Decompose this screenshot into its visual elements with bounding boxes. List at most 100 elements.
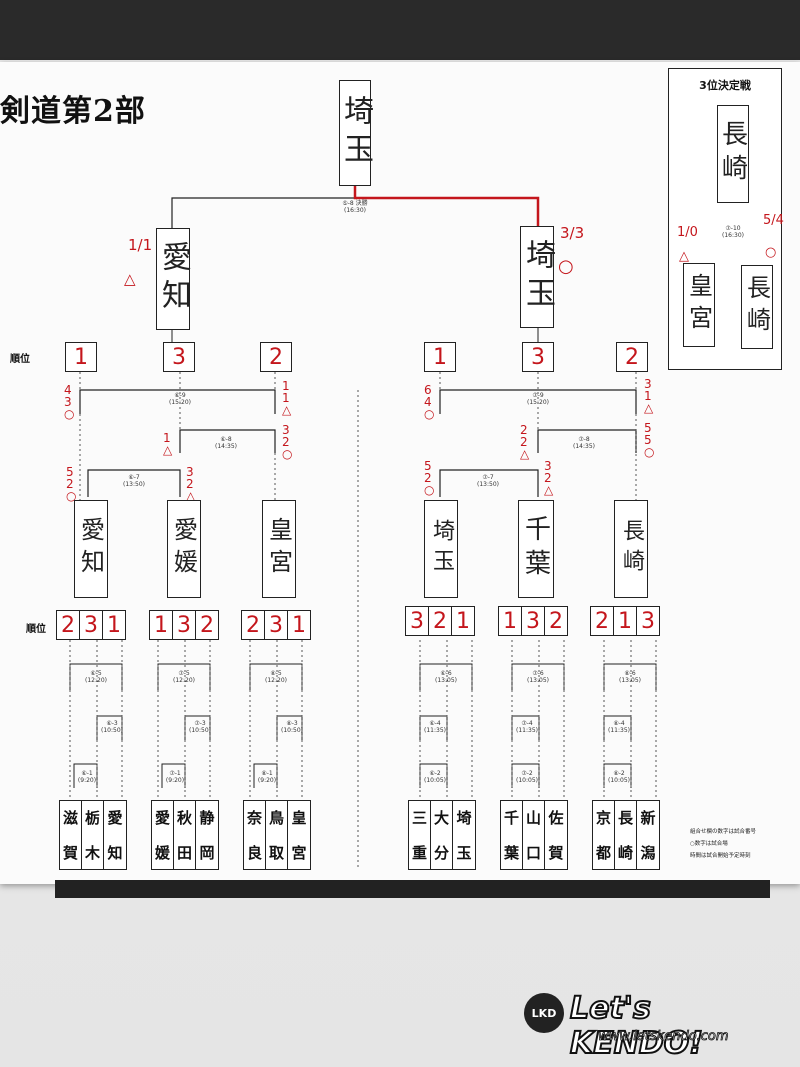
block-rank: 3 bbox=[163, 342, 195, 372]
semi-right-team: 埼玉 bbox=[520, 239, 555, 315]
block-rank: 1 bbox=[65, 342, 97, 372]
final-winner-box: 埼玉 bbox=[338, 80, 373, 186]
team-cell: 鳥取 bbox=[266, 801, 288, 869]
block-rank: 2 bbox=[616, 342, 648, 372]
final-winner: 埼玉 bbox=[338, 95, 373, 171]
group-match-label: ⑥-5(12:20) bbox=[85, 670, 107, 684]
group-teams: 三重 大分 埼玉 bbox=[408, 800, 476, 870]
semi-left-team: 愛知 bbox=[156, 241, 191, 317]
page-title: 剣道第2部 bbox=[0, 94, 146, 129]
third-left-team: 皇宮 bbox=[684, 273, 713, 337]
team-cell: 埼玉 bbox=[456, 809, 472, 862]
group-teams: 奈良 鳥取 皇宮 bbox=[243, 800, 311, 870]
group-match-label: ⑥-3(10:50) bbox=[101, 720, 123, 734]
letskendo-logo: LKD Let's KENDO! www.letskendo.com bbox=[520, 985, 790, 1062]
final-match: ⑤-8 決勝 bbox=[342, 200, 368, 207]
block-winner: 長崎 bbox=[614, 500, 648, 598]
team-cell: 大分 bbox=[431, 801, 453, 869]
semi-right-mark: ○ bbox=[558, 256, 574, 277]
block-winner: 埼玉 bbox=[424, 500, 458, 598]
block-match-label: ⑥-7(13:50) bbox=[123, 474, 145, 488]
team-cell: 山口 bbox=[523, 801, 545, 869]
semi-right-box: 埼玉 bbox=[520, 226, 555, 328]
team-cell: 新潟 bbox=[640, 809, 656, 862]
note-line: 組合せ欄の数字は試合番号 bbox=[690, 829, 757, 835]
note-line: 時間は試合開始予定時刻 bbox=[690, 853, 751, 859]
block-match-label: ⑦-9(15:20) bbox=[527, 392, 549, 406]
block-winner: 千葉 bbox=[518, 500, 554, 598]
team-cell: 皇宮 bbox=[291, 809, 307, 862]
board-rail bbox=[55, 880, 770, 898]
group-match-label: ⑥-2(10:05) bbox=[424, 770, 446, 784]
logo-url: www.letskendo.com bbox=[598, 1029, 729, 1045]
third-time: (16:30) bbox=[722, 232, 744, 239]
block-winner: 愛媛 bbox=[167, 500, 201, 598]
group-match-label: ⑧-4(11:35) bbox=[608, 720, 630, 734]
third-right-mark: ○ bbox=[765, 245, 777, 260]
team-cell: 佐賀 bbox=[548, 809, 564, 862]
third-place-panel: 3位決定戦 長崎 ⑦-10 (16:30) 皇宮 1/0 △ 長崎 5/4 ○ bbox=[668, 68, 784, 370]
group-match-label: ⑦-3(10:50) bbox=[189, 720, 211, 734]
group-match-label: ⑥-1(9:20) bbox=[77, 770, 97, 784]
team-cell: 秋田 bbox=[174, 801, 196, 869]
third-left-mark: △ bbox=[679, 249, 689, 264]
logo-badge: LKD bbox=[524, 993, 564, 1033]
third-right-score: 5/4 bbox=[763, 213, 784, 228]
team-cell: 栃木 bbox=[82, 801, 104, 869]
final-match-label: ⑤-8 決勝 (16:30) bbox=[322, 200, 388, 214]
block-winner: 愛知 bbox=[74, 500, 108, 598]
team-cell: 愛知 bbox=[107, 809, 123, 862]
team-cell: 静岡 bbox=[199, 809, 215, 862]
semi-left-box: 愛知 bbox=[156, 228, 191, 330]
group-match-label: ⑦-4(11:35) bbox=[516, 720, 538, 734]
group-match-label: ⑧-6(13:05) bbox=[619, 670, 641, 684]
block-match-label: ⑦-7(13:50) bbox=[477, 474, 499, 488]
group-match-label: ⑧-2(10:05) bbox=[608, 770, 630, 784]
group-match-label: ⑧-1(9:20) bbox=[257, 770, 277, 784]
group-match-label: ⑦-1(9:20) bbox=[165, 770, 185, 784]
rank-label-bottom: 順位 bbox=[26, 624, 46, 635]
team-cell: 千葉 bbox=[501, 801, 523, 869]
third-winner-box: 長崎 bbox=[717, 105, 749, 203]
note-line: ○数字は試合場 bbox=[690, 841, 728, 847]
group-teams: 滋賀 栃木 愛知 bbox=[59, 800, 127, 870]
third-place-heading: 3位決定戦 bbox=[699, 79, 751, 92]
block-winner: 皇宮 bbox=[262, 500, 296, 598]
block-rank: 3 bbox=[522, 342, 554, 372]
third-right-box: 長崎 bbox=[741, 265, 773, 349]
group-match-label: ⑧-3(10:50) bbox=[281, 720, 303, 734]
block-rank: 2 bbox=[260, 342, 292, 372]
logo-text: Let's KENDO! bbox=[569, 990, 704, 1062]
semi-left-score: 1/1 bbox=[128, 236, 153, 254]
team-cell: 長崎 bbox=[615, 801, 637, 869]
third-winner: 長崎 bbox=[717, 120, 748, 188]
group-match-label: ⑦-2(10:05) bbox=[516, 770, 538, 784]
block-rank: 1 bbox=[424, 342, 456, 372]
group-match-label: ⑧-5(12:20) bbox=[265, 670, 287, 684]
score-mark: 1△ bbox=[163, 431, 173, 457]
team-cell: 三重 bbox=[409, 801, 431, 869]
team-cell: 滋賀 bbox=[60, 801, 82, 869]
final-time: (16:30) bbox=[344, 207, 366, 214]
block-match-label: ⑥-9(15:20) bbox=[169, 392, 191, 406]
group-match-label: ⑦-6(13:05) bbox=[527, 670, 549, 684]
group-teams: 愛媛 秋田 静岡 bbox=[151, 800, 219, 870]
semi-right-score: 3/3 bbox=[560, 224, 585, 242]
group-match-label: ⑥-6(13:05) bbox=[435, 670, 457, 684]
block-match-label: ⑥-8(14:35) bbox=[215, 436, 237, 450]
semi-left-mark: △ bbox=[124, 270, 136, 288]
third-left-box: 皇宮 bbox=[683, 263, 715, 347]
